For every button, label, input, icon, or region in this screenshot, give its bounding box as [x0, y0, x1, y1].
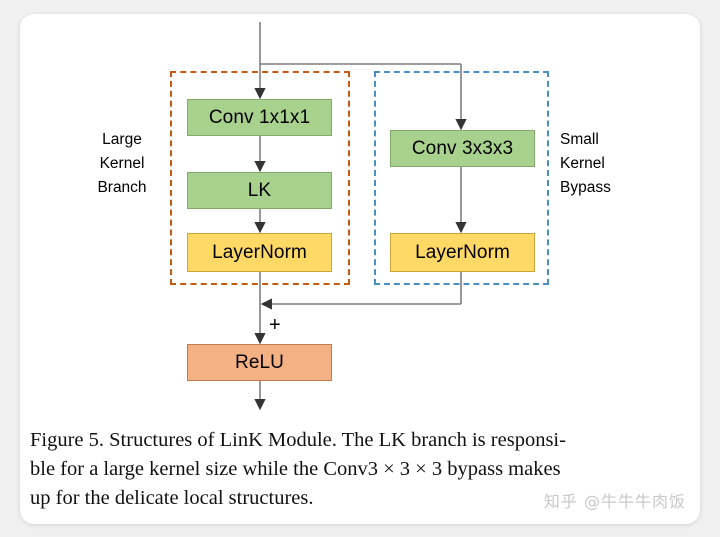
- linK-module-diagram: Large Kernel Branch Small Kernel Bypass …: [20, 14, 700, 524]
- node-layernorm-left: LayerNorm: [187, 233, 332, 272]
- zhihu-watermark: 知乎 @牛牛牛肉饭: [543, 492, 686, 511]
- node-conv-1x1x1: Conv 1x1x1: [187, 99, 332, 136]
- large-kernel-branch-label: Large Kernel Branch: [97, 131, 147, 196]
- caption-line-1: Figure 5. Structures of LinK Module. The…: [30, 429, 566, 451]
- sum-operator-symbol: +: [269, 314, 281, 336]
- figure-caption: Figure 5. Structures of LinK Module. The…: [30, 426, 690, 513]
- small-kernel-bypass-frame: [374, 71, 549, 285]
- large-kernel-branch-frame: [170, 71, 350, 285]
- node-conv-3x3x3: Conv 3x3x3: [390, 130, 535, 167]
- node-layernorm-right: LayerNorm: [390, 233, 535, 272]
- caption-line-3: up for the delicate local structures.: [30, 487, 314, 509]
- caption-line-2: ble for a large kernel size while the Co…: [30, 458, 561, 480]
- small-kernel-bypass-label: Small Kernel Bypass: [560, 131, 611, 196]
- figure-card: Large Kernel Branch Small Kernel Bypass …: [20, 14, 700, 524]
- node-lk: LK: [187, 172, 332, 209]
- node-relu: ReLU: [187, 344, 332, 381]
